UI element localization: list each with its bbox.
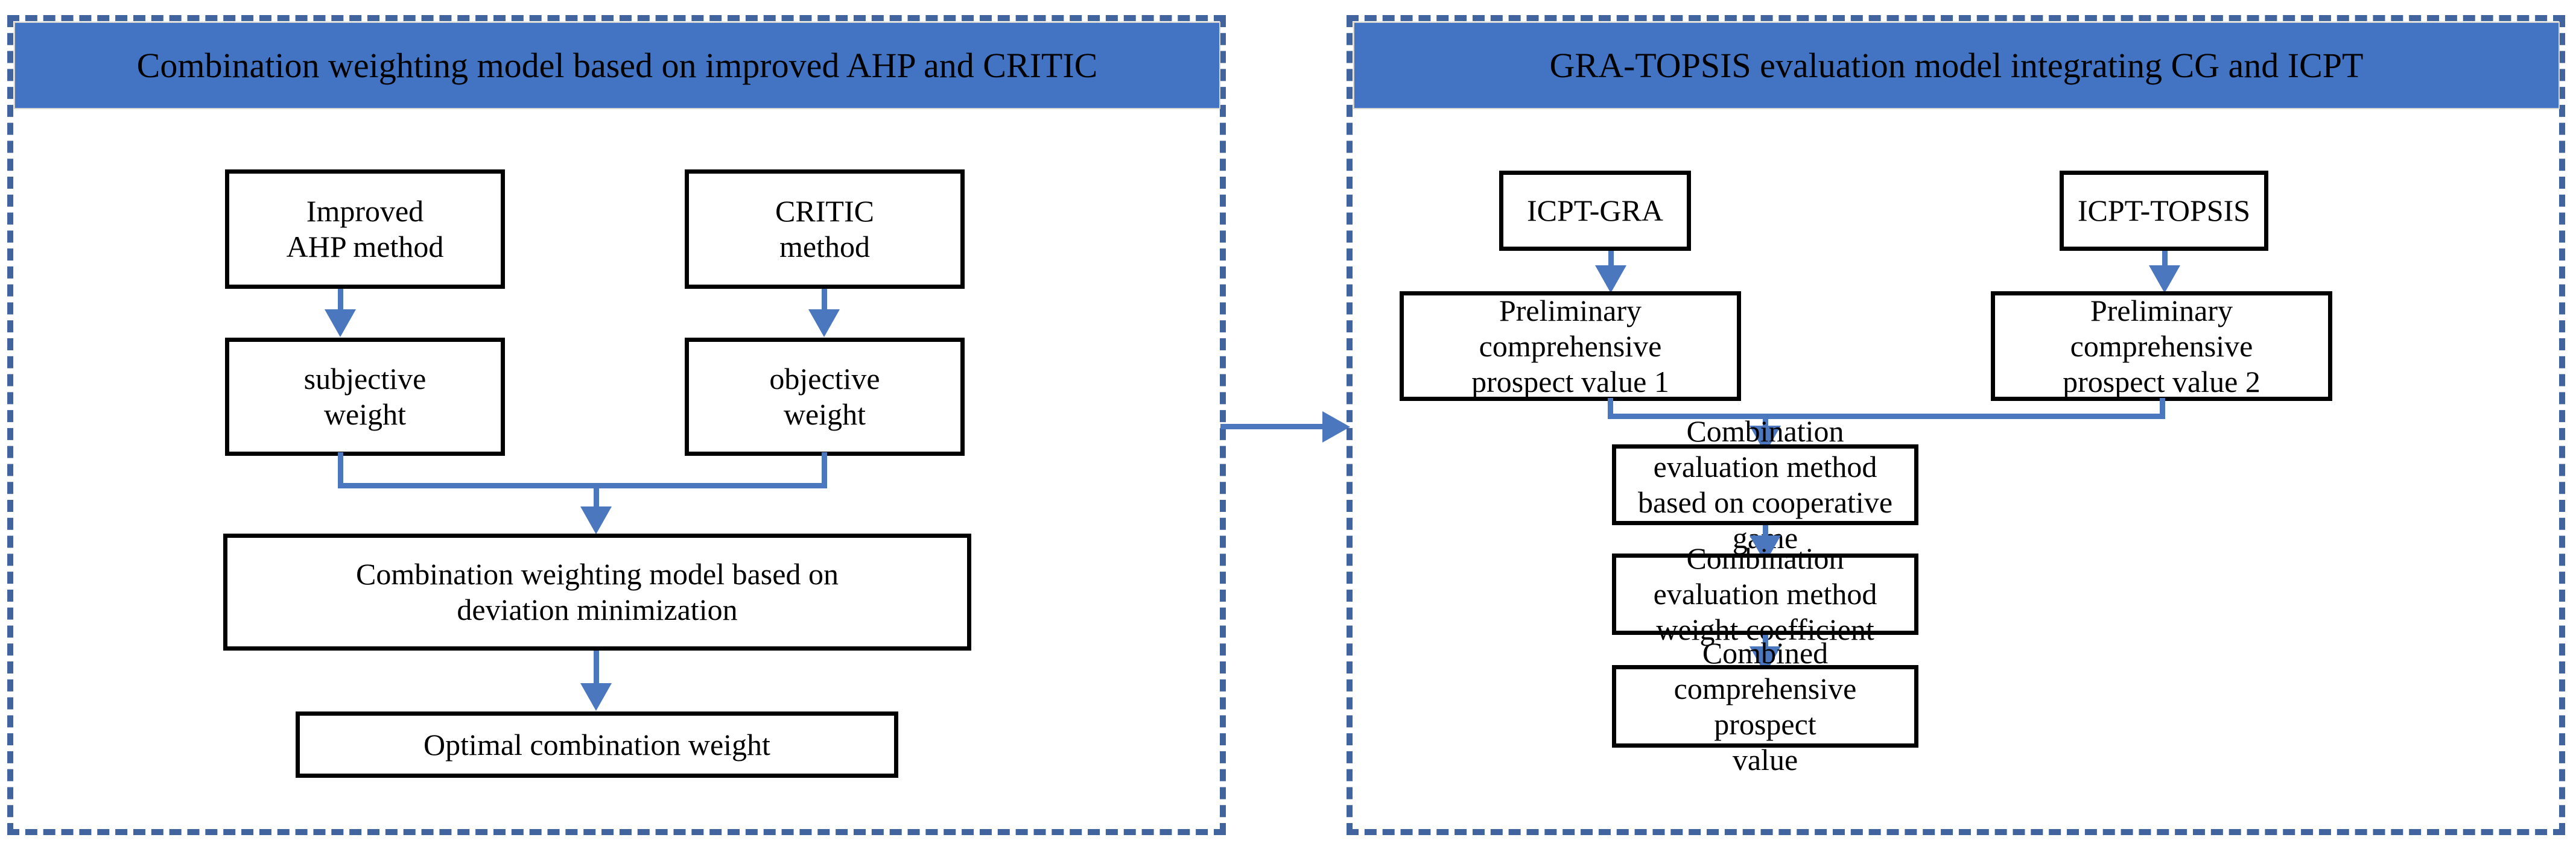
- node-weight-coefficient-method: Combination evaluation method weight coe…: [1612, 541, 1918, 646]
- node-icpt-topsis: ICPT-TOPSIS: [2060, 171, 2268, 251]
- arrow-critic-to-objective-shaft: [822, 289, 827, 316]
- node-subjective-weight-line1: subjective: [303, 362, 427, 396]
- node-preliminary-prospect-value-2: Preliminary comprehensive prospect value…: [1991, 291, 2332, 401]
- node-improved-ahp-method-text: Improved AHP method: [287, 194, 444, 265]
- node-icpt-gra-label: ICPT-GRA: [1527, 194, 1663, 227]
- node-combined-prospect-value-line1: Combined comprehensive prospect: [1673, 636, 1857, 741]
- right-panel-dashed-border: [1347, 15, 2565, 835]
- node-critic-method-line2: method: [779, 230, 870, 263]
- node-preliminary-prospect-value-1-text: Preliminary comprehensive prospect value…: [1410, 293, 1731, 400]
- arrow-weightcoef-to-combined-shaft: [1763, 635, 1768, 653]
- right-panel-header-label: GRA-TOPSIS evaluation model integrating …: [1549, 45, 2364, 85]
- arrow-model-to-optimal-shaft: [594, 651, 599, 688]
- node-weight-coefficient-method-line1: Combination evaluation method: [1653, 541, 1877, 611]
- arrow-gra-to-prelim1-shaft: [1608, 251, 1614, 271]
- node-combination-weighting-model-line2: deviation minimization: [457, 593, 738, 626]
- arrow-coopgame-to-weightcoef-shaft: [1763, 525, 1768, 542]
- node-critic-method: CRITIC method: [685, 169, 965, 289]
- node-combined-prospect-value-text: Combined comprehensive prospect value: [1622, 636, 1908, 778]
- node-combined-prospect-value-line2: value: [1732, 742, 1798, 777]
- node-subjective-weight-line2: weight: [323, 397, 407, 431]
- node-improved-ahp-method-line1: Improved: [306, 194, 424, 228]
- node-preliminary-prospect-value-2-line2: prospect value 2: [2063, 364, 2260, 399]
- right-panel-header-banner: GRA-TOPSIS evaluation model integrating …: [1353, 22, 2560, 109]
- node-critic-method-text: CRITIC method: [775, 194, 874, 265]
- node-preliminary-prospect-value-1-line2: prospect value 1: [1471, 364, 1669, 399]
- node-improved-ahp-method: Improved AHP method: [225, 169, 505, 289]
- node-improved-ahp-method-line2: AHP method: [286, 230, 444, 263]
- node-preliminary-prospect-value-2-line1: Preliminary comprehensive: [2070, 293, 2253, 363]
- interpanel-arrow-head: [1322, 411, 1350, 443]
- arrow-gra-to-prelim1-head: [1595, 265, 1626, 293]
- interpanel-arrow-shaft: [1220, 424, 1329, 429]
- arrow-topsis-to-prelim2-shaft: [2162, 251, 2168, 271]
- merge-right-stem-prelim1: [1608, 398, 1613, 419]
- node-critic-method-line1: CRITIC: [775, 194, 874, 228]
- node-preliminary-prospect-value-1-line1: Preliminary comprehensive: [1479, 293, 1662, 363]
- node-objective-weight-line2: weight: [783, 397, 866, 431]
- left-panel-header-banner: Combination weighting model based on imp…: [14, 22, 1220, 109]
- merge-left-stem-objective: [822, 452, 827, 488]
- node-preliminary-prospect-value-2-text: Preliminary comprehensive prospect value…: [2001, 293, 2322, 400]
- node-icpt-topsis-label: ICPT-TOPSIS: [2077, 194, 2251, 227]
- node-objective-weight-line1: objective: [769, 362, 880, 396]
- node-cooperative-game-method-text: Combination evaluation method based on c…: [1622, 414, 1908, 556]
- node-icpt-gra: ICPT-GRA: [1499, 171, 1691, 251]
- node-combined-prospect-value: Combined comprehensive prospect value: [1612, 636, 1918, 777]
- merge-left-stem-subjective: [338, 452, 343, 488]
- node-objective-weight-text: objective weight: [769, 361, 880, 432]
- left-panel-header-label: Combination weighting model based on imp…: [136, 45, 1098, 85]
- node-preliminary-prospect-value-1: Preliminary comprehensive prospect value…: [1400, 291, 1741, 401]
- node-optimal-combination-weight-label: Optimal combination weight: [424, 727, 770, 762]
- node-cooperative-game-method-line1: Combination evaluation method: [1653, 414, 1877, 484]
- merge-right-drop-shaft: [1763, 414, 1768, 435]
- node-subjective-weight: subjective weight: [225, 338, 505, 456]
- node-combination-weighting-model: Combination weighting model based on dev…: [223, 534, 971, 651]
- node-combination-weighting-model-line1: Combination weighting model based on: [356, 557, 839, 591]
- merge-right-stem-prelim2: [2160, 398, 2165, 419]
- arrow-critic-to-objective-head: [808, 309, 840, 337]
- arrow-ahp-to-subjective-head: [325, 309, 356, 337]
- merge-right-crossbar: [1608, 414, 2165, 419]
- arrow-model-to-optimal-head: [580, 683, 612, 711]
- node-optimal-combination-weight: Optimal combination weight: [296, 711, 898, 778]
- node-subjective-weight-text: subjective weight: [304, 361, 427, 432]
- arrow-topsis-to-prelim2-head: [2149, 265, 2180, 293]
- merge-left-drop-shaft: [594, 483, 599, 513]
- node-weight-coefficient-method-text: Combination evaluation method weight coe…: [1622, 541, 1908, 648]
- arrow-ahp-to-subjective-shaft: [338, 289, 343, 316]
- merge-left-crossbar: [338, 483, 827, 488]
- node-cooperative-game-method: Combination evaluation method based on c…: [1612, 414, 1918, 555]
- node-combination-weighting-model-text: Combination weighting model based on dev…: [356, 557, 839, 628]
- node-objective-weight: objective weight: [685, 338, 965, 456]
- merge-left-drop-head: [580, 506, 612, 534]
